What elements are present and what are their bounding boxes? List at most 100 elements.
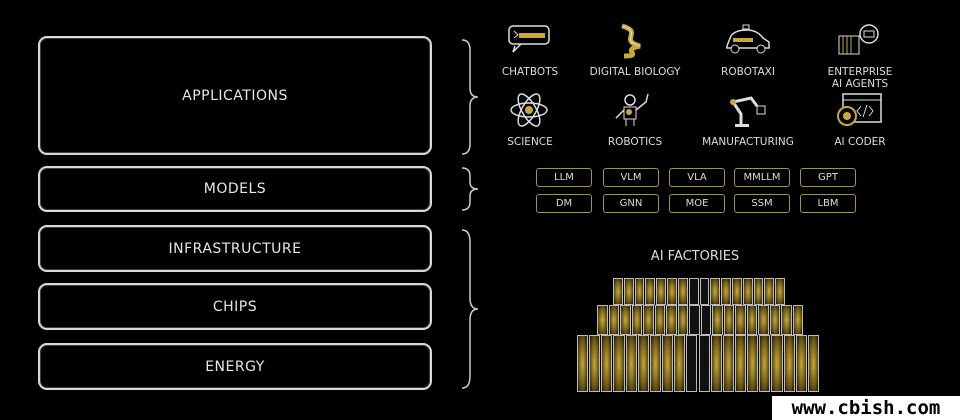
app-label: ROBOTICS [607, 136, 663, 148]
server-rack [758, 305, 769, 335]
server-rack [674, 335, 686, 392]
dna-icon [621, 23, 641, 59]
layer-infrastructure: INFRASTRUCTURE [38, 225, 432, 272]
server-rack [792, 305, 803, 335]
robot-arm-icon [730, 96, 766, 127]
server-rack [620, 305, 631, 335]
app-label: AI CODER [834, 136, 886, 148]
server-rack [775, 278, 785, 305]
app-ai-coder: AI CODER [805, 92, 915, 148]
server-rack [700, 305, 711, 335]
app-label: ROBOTAXI [721, 66, 775, 78]
atom-icon [510, 93, 548, 127]
server-rack [649, 335, 662, 392]
server-rack [613, 278, 623, 305]
server-rack [722, 335, 734, 392]
server-rack [645, 278, 656, 305]
server-rack [753, 278, 764, 305]
server-rack [666, 305, 677, 335]
server-rack [783, 335, 795, 392]
server-rack [710, 278, 721, 305]
layer-energy: ENERGY [38, 343, 432, 390]
layer-label: MODELS [203, 181, 267, 197]
model-chip-mmllm: MMLLM [734, 168, 790, 187]
layer-label: CHIPS [212, 298, 258, 315]
server-rack [654, 305, 665, 335]
app-robotics: ROBOTICS [580, 92, 690, 148]
server-rack [781, 305, 792, 335]
server-rack [623, 278, 634, 305]
layer-label: ENERGY [205, 358, 265, 375]
server-rack [625, 335, 637, 392]
server-rack [769, 305, 780, 335]
server-rack [771, 335, 783, 392]
chat-bubble-icon [508, 25, 550, 53]
server-rack [710, 335, 722, 392]
app-label: CHATBOTS [501, 66, 559, 78]
server-rack [631, 305, 642, 335]
server-rack [677, 278, 688, 305]
app-robotaxi: ROBOTAXI [693, 22, 803, 78]
brace-models [461, 167, 479, 211]
server-rack [734, 335, 747, 392]
server-rack [667, 278, 677, 305]
server-rack [746, 305, 757, 335]
server-rack [634, 278, 645, 305]
app-label: DIGITAL BIOLOGY [589, 66, 681, 78]
server-rack [677, 305, 688, 335]
server-rack [613, 335, 625, 392]
server-rack [601, 335, 613, 392]
server-rack [637, 335, 649, 392]
server-rack [759, 335, 771, 392]
model-chip-vlm: VLM [603, 168, 659, 187]
model-chip-lbm: LBM [800, 194, 856, 213]
code-window-icon [837, 93, 882, 126]
layer-models: MODELS [38, 166, 432, 212]
server-rack [577, 335, 589, 392]
layer-chips: CHIPS [38, 283, 432, 330]
server-rack [699, 278, 710, 305]
app-chatbots: CHATBOTS [475, 22, 585, 78]
server-rack [589, 335, 601, 392]
server-rack [735, 305, 746, 335]
server-rack [643, 305, 654, 335]
server-rack [764, 278, 775, 305]
server-rack [688, 278, 699, 305]
layer-label: APPLICATIONS [182, 87, 288, 104]
server-rack [597, 305, 608, 335]
brace-applications [461, 39, 479, 155]
server-rack [686, 335, 698, 392]
server-rack [795, 335, 807, 392]
layer-label: INFRASTRUCTURE [168, 240, 302, 257]
server-rack [742, 278, 753, 305]
agent-robot-icon [838, 24, 879, 55]
car-icon [726, 24, 770, 54]
ai-factories-label: AI FACTORIES [650, 249, 740, 264]
server-rack [662, 335, 674, 392]
server-rack [721, 278, 731, 305]
brace-infrastructure [461, 229, 479, 389]
model-chip-vla: VLA [669, 168, 725, 187]
server-rack [731, 278, 742, 305]
model-chip-llm: LLM [536, 168, 592, 187]
model-chip-gpt: GPT [800, 168, 856, 187]
app-digital-biology: DIGITAL BIOLOGY [580, 22, 690, 78]
model-chip-dm: DM [536, 194, 592, 213]
server-rack [723, 305, 734, 335]
server-rack [689, 305, 700, 335]
app-label: MANUFACTURING [702, 136, 794, 148]
server-rack [656, 278, 667, 305]
server-rack [698, 335, 710, 392]
server-rack [712, 305, 723, 335]
humanoid-robot-icon [615, 93, 649, 126]
model-chip-moe: MOE [669, 194, 725, 213]
server-rack [608, 305, 619, 335]
app-manufacturing: MANUFACTURING [693, 92, 803, 148]
model-chip-ssm: SSM [734, 194, 790, 213]
layer-applications: APPLICATIONS [38, 36, 432, 155]
app-science: SCIENCE [475, 92, 585, 148]
app-label: SCIENCE [507, 136, 553, 148]
model-chip-gnn: GNN [603, 194, 659, 213]
